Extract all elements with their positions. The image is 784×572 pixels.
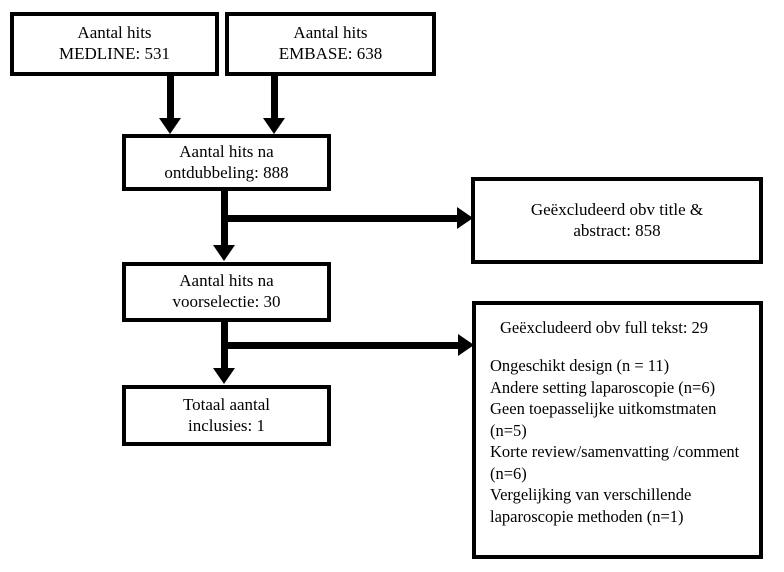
node-excluded-full-text: Geëxcludeerd obv full tekst: 29 Ongeschi… [472, 301, 763, 559]
connector-dedup-to-excluded-abstract-arrowhead [457, 207, 473, 229]
node-excluded-abstract-line1: Geëxcludeerd obv title & [530, 199, 704, 219]
node-excluded-abstract-line2: abstract: 858 [573, 220, 661, 240]
node-excluded-title-abstract: Geëxcludeerd obv title & abstract: 858 [471, 177, 763, 264]
connector-dedup-to-excluded-abstract-line [221, 215, 467, 222]
node-dedup-line2: ontdubbeling: 888 [164, 162, 289, 182]
excluded-fulltext-reason: Andere setting laparoscopie (n=6) [490, 377, 716, 397]
node-total-line2: inclusies: 1 [188, 415, 265, 435]
node-total-line1: Totaal aantal [182, 394, 271, 414]
connector-medline-to-dedup-stem [167, 76, 174, 120]
node-preselect-line1: Aantal hits na [179, 271, 274, 291]
excluded-fulltext-reason: Ongeschikt design (n = 11) [490, 356, 670, 376]
connector-preselect-to-total-arrowhead [213, 368, 235, 384]
node-embase-line2: EMBASE: 638 [278, 44, 383, 63]
excluded-fulltext-reason: Vergelijking van verschillende laparosco… [490, 485, 696, 526]
node-embase-hits: Aantal hits EMBASE: 638 [225, 12, 436, 76]
excluded-fulltext-heading: Geëxcludeerd obv full tekst: 29 [500, 318, 709, 337]
excluded-fulltext-reason: Korte review/samenvatting /comment (n=6) [490, 442, 744, 483]
connector-preselect-to-excluded-fulltext-arrowhead [458, 334, 474, 356]
excluded-fulltext-reason: Geen toepasselijke uitkomstmaten (n=5) [490, 399, 721, 440]
node-medline-line1: Aantal hits [77, 23, 152, 43]
connector-preselect-to-excluded-fulltext-line [221, 342, 468, 349]
connector-embase-to-dedup-arrowhead [263, 118, 285, 134]
node-medline-hits: Aantal hits MEDLINE: 531 [10, 12, 219, 76]
node-medline-line2: MEDLINE: 531 [59, 44, 170, 63]
connector-medline-to-dedup-arrowhead [159, 118, 181, 134]
connector-embase-to-dedup-stem [271, 76, 278, 120]
node-embase-line1: Aantal hits [293, 23, 368, 43]
node-dedup-line1: Aantal hits na [179, 141, 274, 161]
node-total-inclusions: Totaal aantal inclusies: 1 [122, 385, 331, 446]
node-preselection-hits: Aantal hits na voorselectie: 30 [122, 262, 331, 322]
node-dedup-hits: Aantal hits na ontdubbeling: 888 [122, 134, 331, 191]
node-preselect-line2: voorselectie: 30 [172, 292, 281, 311]
connector-dedup-to-preselect-arrowhead [213, 245, 235, 261]
